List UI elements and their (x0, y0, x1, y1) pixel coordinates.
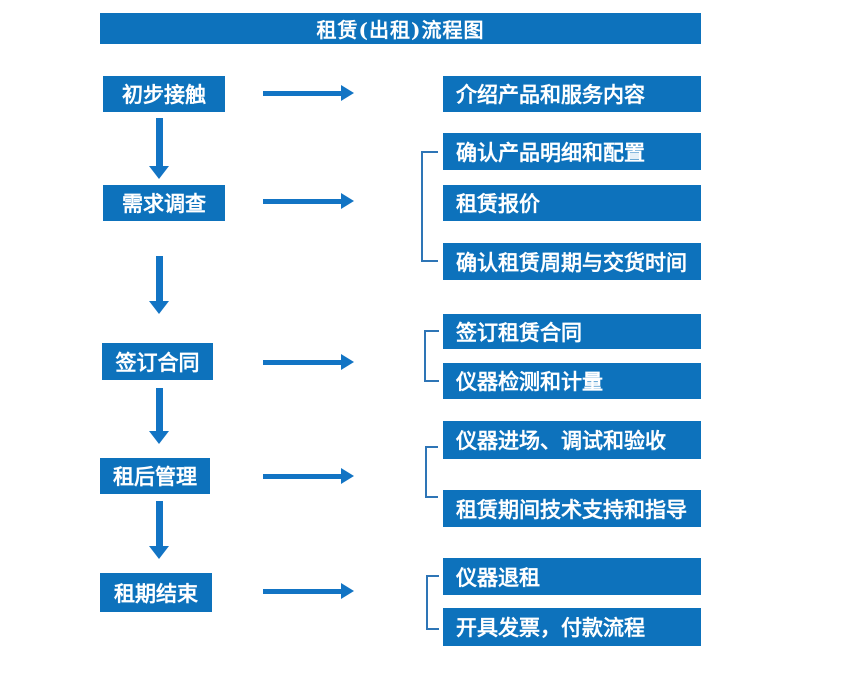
detail-box-rental-quote: 租赁报价 (443, 185, 701, 221)
arrow-head (341, 85, 354, 101)
detail-box-sign-rental-contract: 签订租赁合同 (443, 314, 701, 349)
arrow-head (149, 431, 169, 444)
bracket-icon (421, 151, 438, 262)
page-title: 租赁(出租)流程图 (316, 18, 485, 42)
arrow-shaft (263, 91, 342, 96)
step-box-rental-end: 租期结束 (100, 573, 212, 612)
arrow-shaft (263, 360, 342, 365)
arrow-shaft (263, 474, 342, 479)
detail-box-confirm-period-delivery: 确认租赁周期与交货时间 (443, 243, 701, 280)
step-box-sign-contract: 签订合同 (102, 343, 213, 380)
arrow-head (341, 468, 354, 484)
detail-box-tech-support: 租赁期间技术支持和指导 (443, 490, 701, 527)
detail-box-instrument-setup-acceptance: 仪器进场、调试和验收 (443, 421, 701, 459)
arrow-head (341, 583, 354, 599)
arrow-head (341, 193, 354, 209)
arrow-shaft (156, 388, 163, 431)
title-bar: 租赁(出租)流程图 (100, 13, 701, 44)
bracket-icon (425, 446, 438, 498)
arrow-head (149, 166, 169, 179)
detail-box-instrument-return: 仪器退租 (443, 558, 701, 595)
arrow-shaft (156, 256, 163, 301)
arrow-shaft (263, 199, 342, 204)
step-box-initial-contact: 初步接触 (103, 76, 225, 112)
arrow-head (341, 354, 354, 370)
arrow-head (149, 301, 169, 314)
step-box-post-rental-management: 租后管理 (100, 458, 210, 494)
arrow-shaft (156, 118, 163, 166)
detail-box-introduce-products: 介绍产品和服务内容 (443, 76, 701, 112)
arrow-head (149, 546, 169, 559)
step-box-demand-survey: 需求调查 (103, 185, 225, 221)
detail-box-confirm-product-config: 确认产品明细和配置 (443, 133, 701, 170)
detail-box-invoice-payment: 开具发票，付款流程 (443, 608, 701, 646)
arrow-shaft (156, 501, 163, 546)
bracket-icon (424, 330, 439, 382)
arrow-shaft (263, 589, 342, 594)
bracket-icon (426, 575, 439, 630)
detail-box-instrument-testing: 仪器检测和计量 (443, 363, 701, 399)
